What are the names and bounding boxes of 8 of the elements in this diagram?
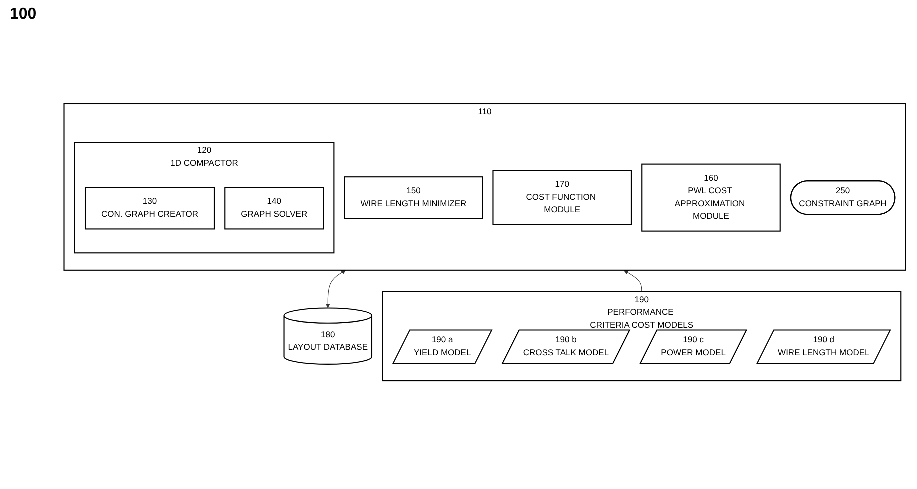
node-box: 140 GRAPH SOLVER [224,187,324,230]
arrow [326,270,346,308]
node-box: 130 CON. GRAPH CREATOR [85,187,216,230]
reference-number: 100 [10,6,37,24]
node-box: 150 WIRE LENGTH MINIMIZER [344,176,484,220]
node-box: 160 PWL COST APPROXIMATION MODULE [642,164,781,232]
node-box: 170 COST FUNCTION MODULE [492,170,632,226]
arrow [624,270,642,292]
